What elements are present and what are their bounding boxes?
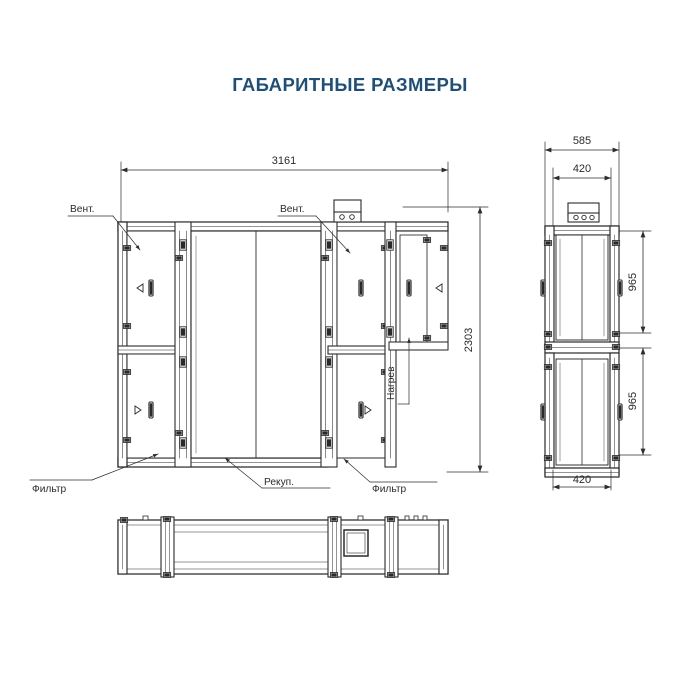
plan-view: [117, 515, 449, 578]
callout-recuperator: Рекуп.: [224, 457, 331, 489]
side-control-box: [567, 202, 600, 223]
dimension-label-420-top: 420: [573, 163, 591, 175]
dimension-side-965-upper: 965: [618, 230, 652, 334]
dimension-label-3161: 3161: [272, 155, 296, 167]
dimension-label-965-upper: 965: [627, 273, 639, 291]
callout-heater: Нагрев: [386, 337, 411, 405]
callout-label-heater: Нагрев: [386, 367, 397, 400]
callout-filter-right: Фильтр: [343, 458, 438, 495]
dimension-side-585: 585: [544, 135, 620, 233]
dimension-width-3161: 3161: [120, 155, 449, 223]
dimension-height-2303: 2303: [402, 206, 489, 473]
dimension-label-2303: 2303: [463, 328, 475, 352]
dimension-label-585: 585: [573, 135, 591, 147]
dimension-side-420-top: 420: [552, 163, 612, 233]
dimension-label-420-bottom: 420: [573, 474, 591, 486]
control-box: [333, 199, 362, 223]
dimension-label-965-lower: 965: [627, 392, 639, 410]
front-elevation-view: 3161 2303: [29, 155, 489, 495]
callout-vent-right: Вент.: [277, 204, 351, 254]
callout-label-vent-right: Вент.: [280, 204, 304, 215]
callout-filter-left: Фильтр: [29, 453, 159, 495]
callout-label-filter-right: Фильтр: [372, 484, 407, 495]
dimension-side-965-lower: 965: [618, 347, 652, 456]
callout-label-filter-left: Фильтр: [32, 484, 67, 495]
dimension-side-420-bottom: 420: [552, 469, 612, 491]
side-elevation-view: 585 420: [540, 135, 652, 491]
callout-vent-left: Вент.: [67, 204, 141, 251]
callout-label-vent-left: Вент.: [70, 204, 94, 215]
callout-label-recuperator: Рекуп.: [264, 477, 294, 488]
page-title: ГАБАРИТНЫЕ РАЗМЕРЫ: [232, 74, 468, 95]
